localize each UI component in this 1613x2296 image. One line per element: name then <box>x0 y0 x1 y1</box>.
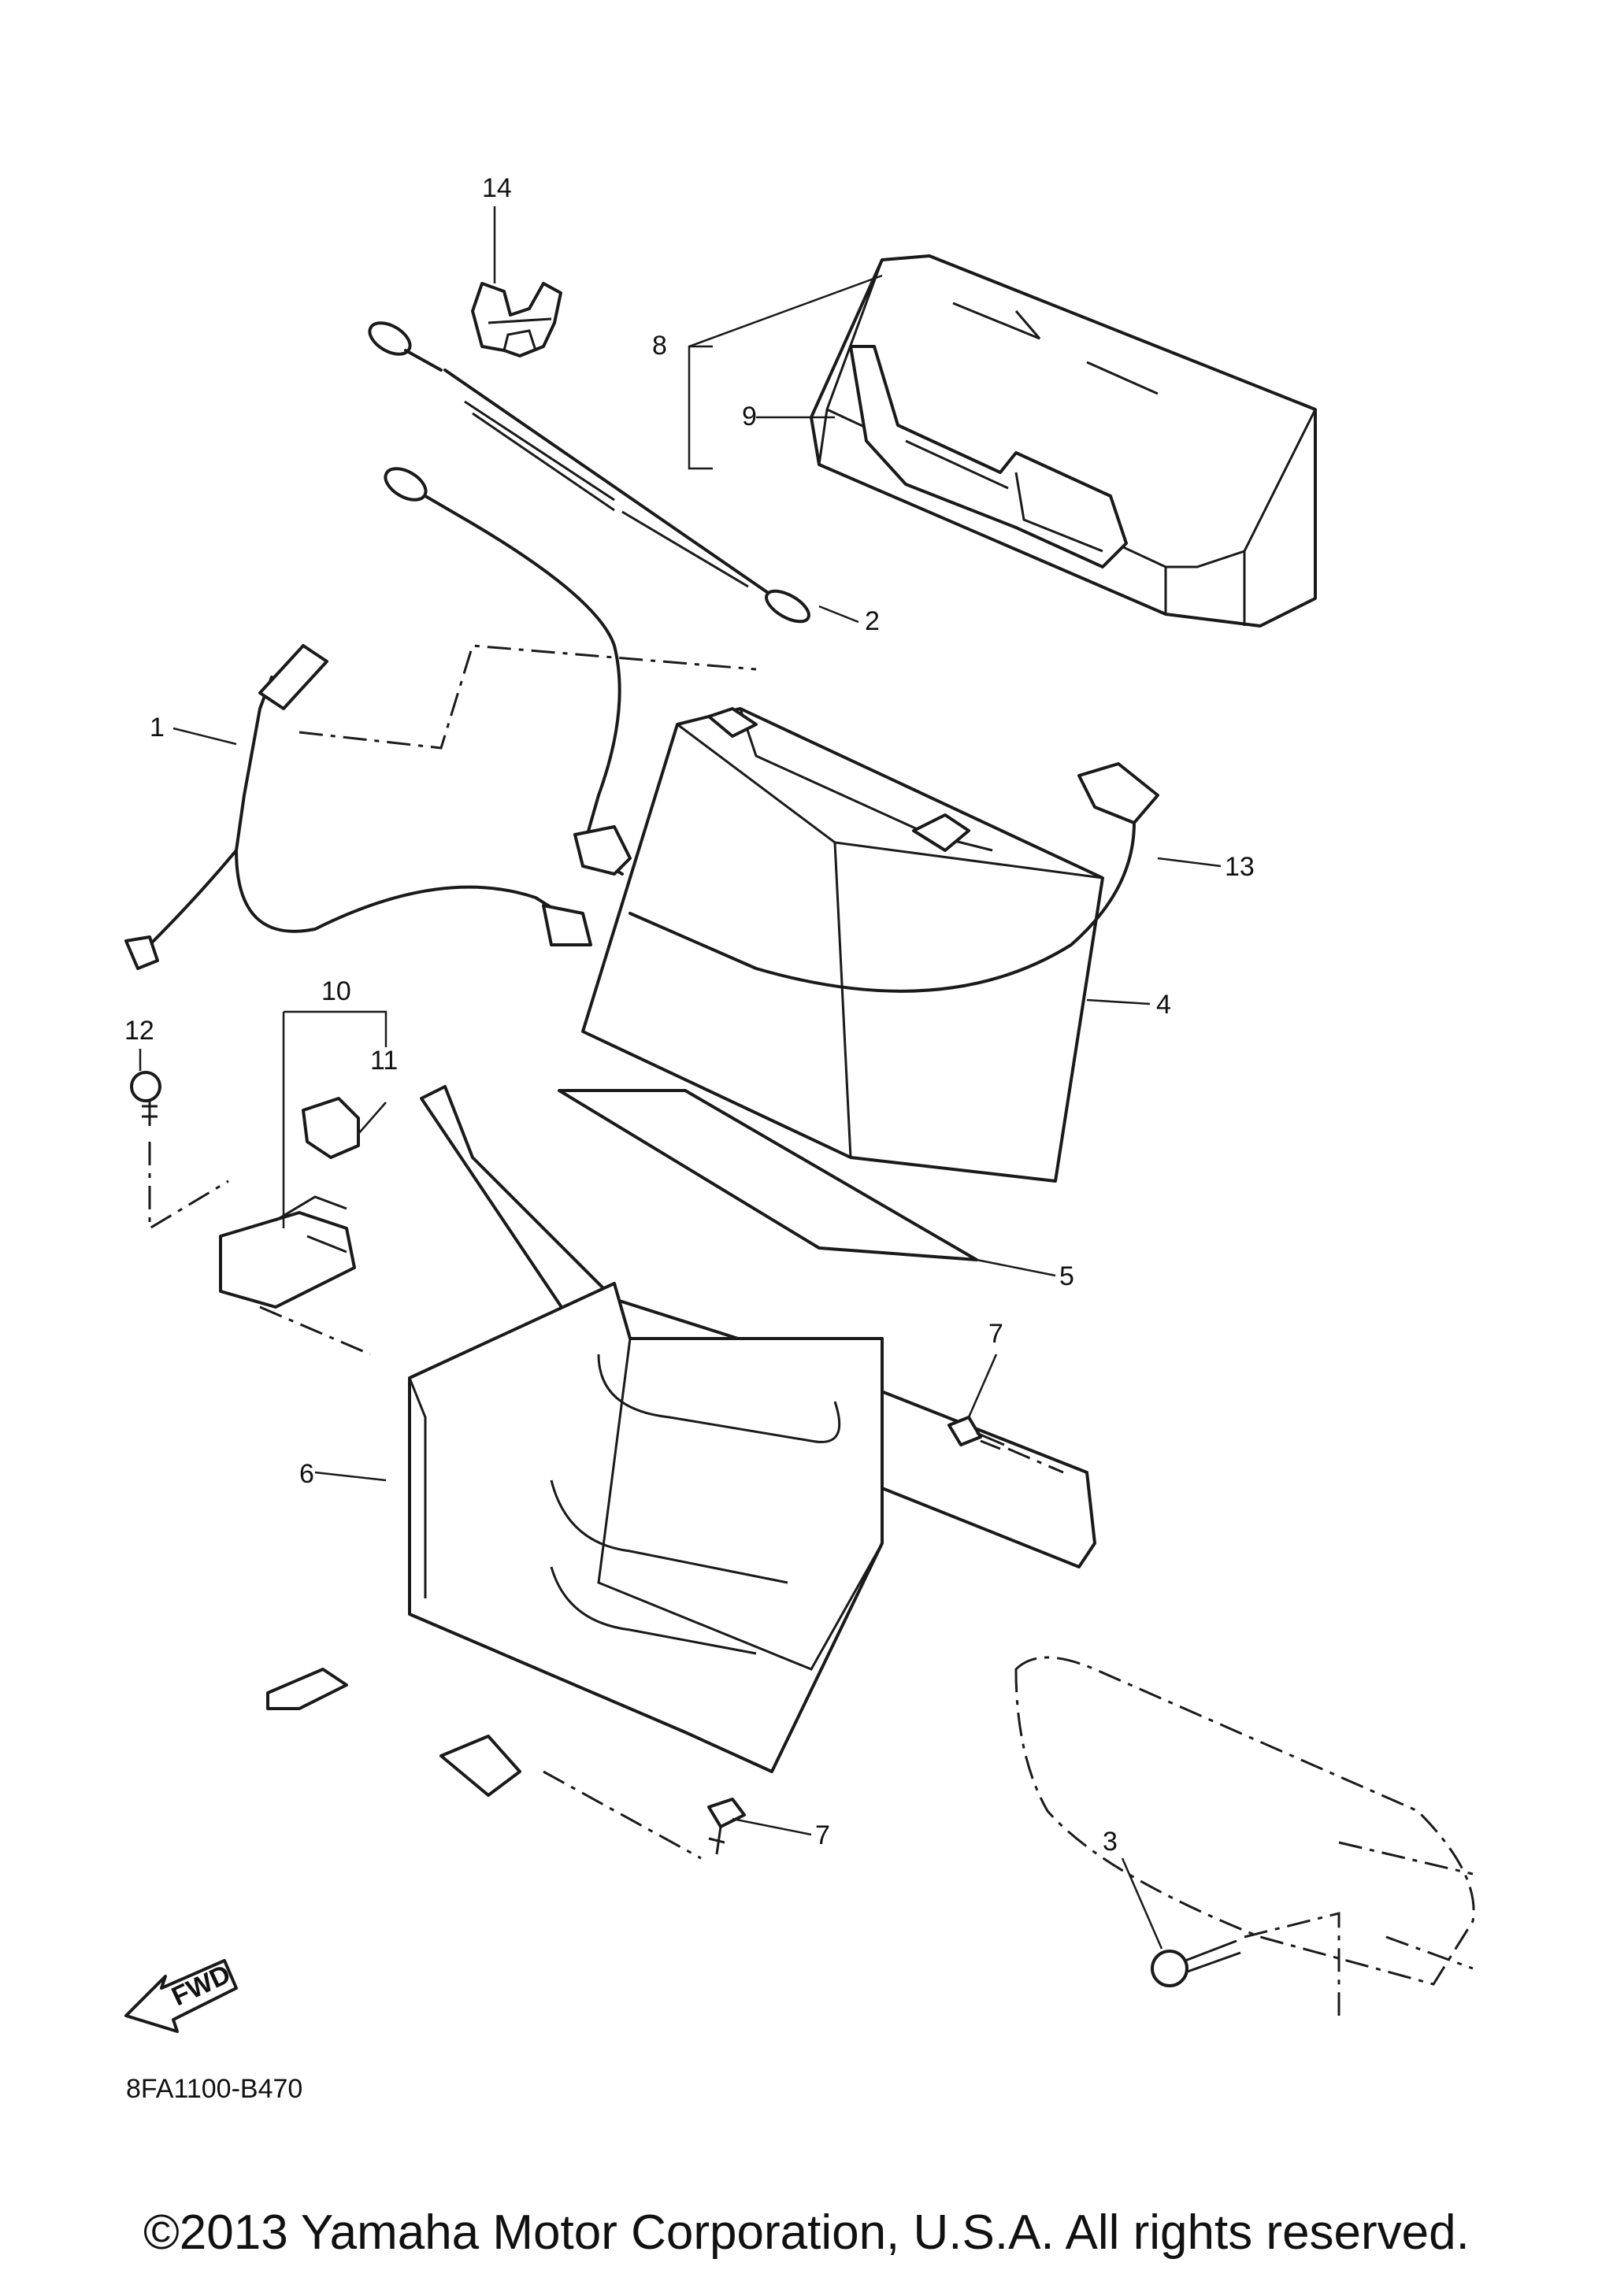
callout-4: 4 <box>1156 990 1171 1020</box>
fwd-arrow-icon: FWD <box>124 1959 238 2033</box>
assembly-line-1 <box>298 644 757 750</box>
lead-part-1[interactable] <box>124 644 592 970</box>
callout-11: 11 <box>370 1046 398 1076</box>
battery-band-part-9[interactable] <box>849 345 1128 568</box>
callout-9: 9 <box>742 402 757 431</box>
callout-13: 13 <box>1225 852 1255 882</box>
copyright-notice: ©2013 Yamaha Motor Corporation, U.S.A. A… <box>143 2205 1470 2260</box>
battery-part-4[interactable] <box>581 707 1104 1183</box>
bolt-part-7-lower[interactable] <box>707 1798 746 1855</box>
bolt-part-7-upper[interactable] <box>947 1416 1005 1450</box>
cable-clamp-part-14[interactable] <box>471 282 562 357</box>
assembly-line-2 <box>148 1142 229 1231</box>
callout-7-lower: 7 <box>815 1820 830 1850</box>
positive-lead[interactable] <box>380 462 632 876</box>
callout-7-upper: 7 <box>988 1319 1003 1349</box>
assembly-line-3 <box>259 1305 371 1356</box>
fuse-part-11[interactable] <box>302 1097 360 1159</box>
negative-lead-part-2[interactable] <box>365 317 814 628</box>
callout-14: 14 <box>482 173 512 203</box>
leader-lines <box>139 206 1222 1950</box>
fuse-box-part-10[interactable] <box>219 1195 356 1309</box>
callout-2: 2 <box>865 606 880 636</box>
callout-12: 12 <box>124 1016 154 1046</box>
callout-1: 1 <box>150 713 165 742</box>
breather-hose-part-13[interactable] <box>629 762 1159 993</box>
diagram-code: 8FA1100-B470 <box>126 2074 303 2104</box>
assembly-line-4 <box>1007 1447 1064 1474</box>
assembly-line-6 <box>1244 1912 1340 2016</box>
callout-8: 8 <box>652 331 667 361</box>
callout-3: 3 <box>1103 1827 1118 1857</box>
battery-cover-part-8[interactable] <box>810 254 1317 628</box>
assembly-line-5 <box>543 1770 702 1860</box>
callout-5: 5 <box>1059 1261 1074 1291</box>
callout-6: 6 <box>299 1459 314 1489</box>
starter-motor <box>1014 1656 1475 1986</box>
bolt-part-12[interactable] <box>130 1071 161 1126</box>
battery-box-part-6[interactable] <box>266 1085 1096 1797</box>
bolt-part-3[interactable] <box>1151 1939 1241 1987</box>
callout-10: 10 <box>321 976 351 1006</box>
